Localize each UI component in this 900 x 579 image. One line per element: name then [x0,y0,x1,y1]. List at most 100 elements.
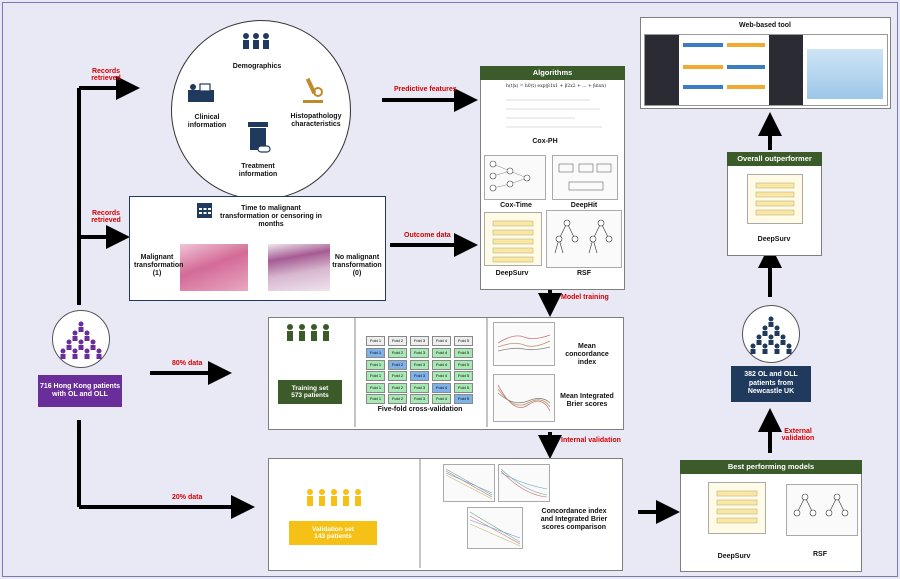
webtool-bar-3 [683,65,723,69]
webtool-screenshot [644,34,888,106]
overall-model-label: DeepSurv [757,236,791,243]
fold-cell: Fold 3 [410,382,429,393]
comparison-label: Concordance index and Integrated Brier s… [540,508,608,532]
fold-cell: Fold 4 [432,382,451,393]
internal-validation-label: Internal validation [561,437,621,444]
fold-header-1: Fold 1 [366,336,385,346]
rsf-label: RSF [577,270,591,277]
no-malignant-label: No malignant transformation (0) [332,254,382,278]
validation-set-label: Validation set [312,526,354,533]
webtool-bar-5 [683,85,723,89]
fold-cell: Fold 5 [454,382,473,393]
fold-cell: Fold 5 [454,394,473,404]
external-validation-label: External validation [781,428,815,442]
algorithms-header: Algorithms [480,66,625,80]
deephit-network-diagram [552,155,618,200]
fold-cell: Fold 2 [388,348,407,358]
clinical-icon [188,83,214,102]
training-set-count: 573 patients [291,392,329,399]
overall-header: Overall outperformer [727,152,822,166]
training-people-icon [287,324,329,341]
fold-header-2: Fold 2 [388,336,407,346]
pct-80-label: 80% data [172,360,203,367]
ibs-curve-plot [493,374,555,422]
webtool-survival-chart [807,49,883,99]
fold-cell: Fold 1 [366,348,385,358]
fold-cell: Fold 2 [388,394,407,404]
webtool-left-sidebar [645,35,679,105]
fold-cell: Fold 2 [388,371,407,381]
best-deepsurv-label: DeepSurv [717,553,751,560]
validation-plot-2 [498,464,550,502]
hk-patients-label: 716 Hong Kong patients with OL and OLL [38,375,122,407]
best-deepsurv-diagram [708,482,766,534]
fold-header-5: Fold 5 [454,336,473,346]
benign-histology-image [268,244,330,291]
training-set-badge: Training set 573 patients [278,380,342,404]
mean-cindex-label: Mean concordance index [565,343,609,367]
rsf-tree-diagram [546,210,622,268]
validation-plot-1 [443,464,495,502]
fold-cell: Fold 1 [366,359,385,370]
model-training-label: Model training [561,294,609,301]
fold-cell: Fold 2 [388,382,407,393]
deepsurv-label: DeepSurv [495,270,529,277]
webtool-mid-sidebar [769,35,803,105]
pill-bottle-icon [248,122,271,153]
histopathology-label: Histopathology characteristics [290,113,342,129]
coxph-label: Cox-PH [532,138,558,145]
treatment-label: Treatment information [238,163,278,179]
fold-cell: Fold 4 [432,371,451,381]
records-retrieved-label-2: Records retrieved [91,210,121,224]
microscope-icon [303,77,323,103]
validation-people-icon [307,489,361,506]
demographics-label: Demographics [232,63,282,70]
demographics-icon [243,33,269,49]
fold-cell: Fold 4 [432,394,451,404]
cindex-curve-plot [493,322,555,366]
fold-cell: Fold 5 [454,359,473,370]
malignant-histology-image [180,244,248,291]
best-models-header: Best performing models [680,460,862,474]
training-set-label: Training set [291,385,329,392]
coxph-equation: h(t|x) = h0(t) exp(β1x1 + β2x2 + ... + β… [506,84,606,89]
validation-plot-3 [467,507,523,549]
fold-cell: Fold 3 [410,348,429,358]
newcastle-label: 382 OL and OLL patients from Newcastle U… [731,366,811,402]
deepsurv-architecture-diagram [484,212,542,266]
predictive-features-label: Predictive features [394,86,457,93]
fold-cell: Fold 5 [454,348,473,358]
fold-cell: Fold 5 [454,371,473,381]
validation-set-count: 143 patients [314,533,352,540]
webtool-bar-2 [727,43,765,47]
pct-20-label: 20% data [172,494,203,501]
fold-cell: Fold 3 [410,359,429,370]
webtool-bar-6 [727,85,765,89]
fold-cell: Fold 3 [410,394,429,404]
fold-cell: Fold 4 [432,359,451,370]
webtool-title: Web-based tool [739,22,791,29]
outcome-title: Time to malignant transformation or cens… [220,205,322,229]
fold-header-3: Fold 3 [410,336,429,346]
outcome-data-label: Outcome data [404,232,451,239]
records-retrieved-label-1: Records retrieved [91,68,121,82]
hk-patients-circle [52,310,110,368]
malignant-label: Malignant transformation (1) [134,254,184,278]
fold-cell: Fold 1 [366,371,385,381]
fold-cell: Fold 4 [432,348,451,358]
fold-cell: Fold 3 [410,371,429,381]
fold-cell: Fold 1 [366,394,385,404]
features-circle [171,20,351,200]
newcastle-people-icon [750,316,792,354]
deephit-label: DeepHit [570,202,598,209]
fold-cell: Fold 2 [388,359,407,370]
cv-label: Five-fold cross-validation [377,406,463,413]
best-rsf-label: RSF [813,551,827,558]
coxtime-network-diagram [484,155,546,200]
mean-ibs-label: Mean Integrated Brier scores [560,393,614,409]
